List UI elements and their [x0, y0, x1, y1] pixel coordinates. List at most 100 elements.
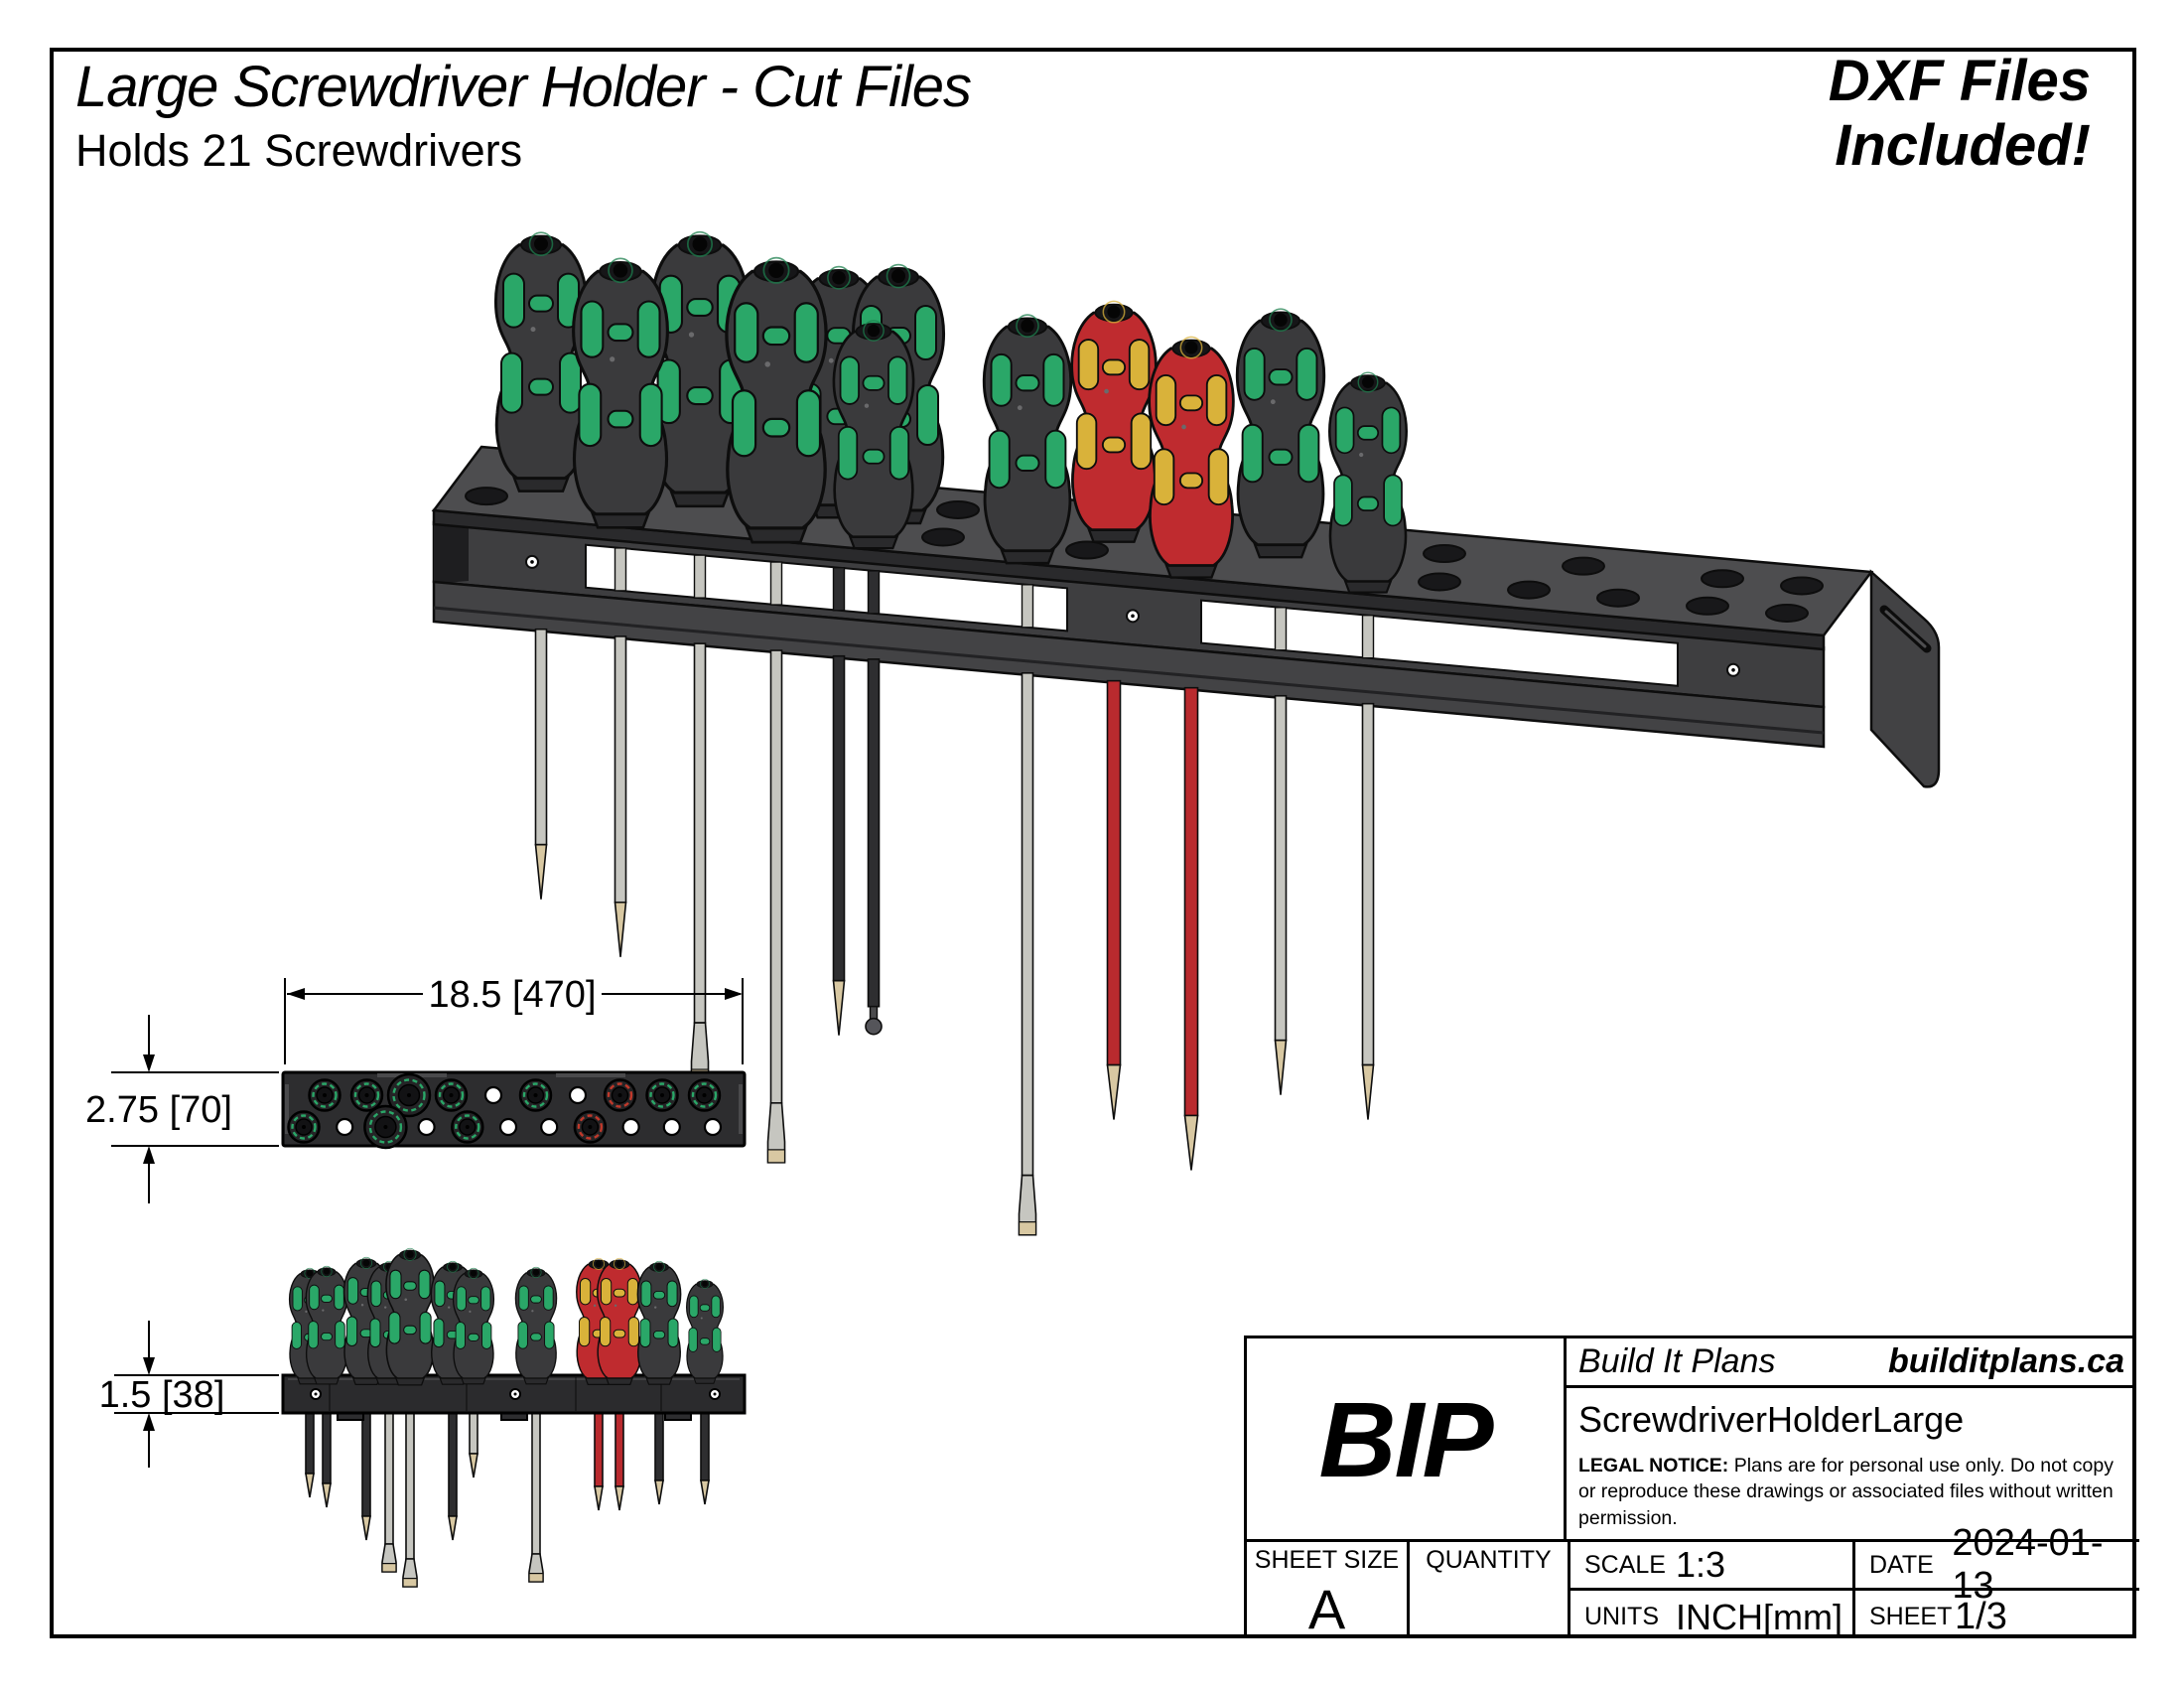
quantity-label: QUANTITY: [1426, 1546, 1552, 1574]
iso-handles: [493, 230, 1408, 594]
handle-top: [687, 1078, 722, 1112]
screwdriver-handle-green: [1328, 371, 1408, 594]
top-view: [281, 1070, 747, 1150]
screwdriver-shaft: [690, 642, 710, 1083]
sheet-size-label: SHEET SIZE: [1254, 1546, 1400, 1574]
screwdriver-shaft: [1361, 702, 1375, 1120]
company-name: Build It Plans: [1578, 1342, 1776, 1380]
holder-bar-front: [281, 1373, 747, 1421]
date-label: DATE: [1869, 1550, 1934, 1579]
screwdriver-handle-red: [1070, 300, 1158, 543]
empty-hole: [1423, 544, 1466, 564]
part-cell: ScrewdriverHolderLarge LEGAL NOTICE: Pla…: [1567, 1391, 2136, 1539]
empty-hole: [921, 527, 965, 547]
part-name: ScrewdriverHolderLarge: [1578, 1399, 1965, 1440]
page-title: Large Screwdriver Holder - Cut Files: [75, 55, 972, 119]
units-row: UNITS INCH[mm]: [1570, 1593, 1852, 1641]
empty-hole: [662, 1117, 681, 1137]
holder-plate-top: [281, 1070, 747, 1150]
scale-row: SCALE 1:3: [1570, 1542, 1852, 1591]
empty-hole: [1686, 596, 1729, 616]
empty-hole: [540, 1117, 559, 1137]
screwdriver-shaft: [1106, 679, 1122, 1120]
sheet-size-value: A: [1307, 1578, 1346, 1640]
dim-depth-text: 2.75 [70]: [85, 1089, 232, 1131]
page-subtitle: Holds 21 Screwdrivers: [75, 124, 523, 176]
screwdriver-handle-green: [982, 314, 1073, 565]
front-view: [281, 1247, 747, 1588]
screwdriver-shaft: [865, 658, 883, 1036]
screwdriver-handle-green: [385, 1247, 435, 1386]
handle-top: [349, 1078, 384, 1112]
screwdriver-handle-green: [636, 1260, 682, 1385]
screwdriver-handle-green: [493, 231, 589, 492]
screwdriver-shaft: [594, 1412, 604, 1511]
screwdriver-handle-red: [1148, 336, 1235, 579]
company-row: Build It Plans builditplans.ca: [1567, 1338, 2136, 1388]
screwdriver-handle-green: [452, 1267, 495, 1385]
screwdriver-shaft: [700, 1412, 710, 1505]
dxf-note: DXF Files Included!: [1829, 49, 2091, 179]
handle-top: [573, 1110, 608, 1144]
units-value: INCH[mm]: [1676, 1596, 1843, 1637]
screwdriver-handle-green: [514, 1266, 558, 1385]
empty-hole: [703, 1117, 723, 1137]
legal-notice-label: LEGAL NOTICE:: [1578, 1455, 1729, 1477]
screwdriver-shaft: [305, 1412, 315, 1498]
date-sheet-cell: DATE 2024-01-13 SHEET 1/3: [1855, 1522, 2139, 1637]
bracket-end-cap: [1869, 569, 1941, 788]
empty-hole: [1701, 569, 1744, 589]
logo: BIP: [1247, 1338, 1567, 1539]
empty-hole: [336, 1117, 354, 1137]
handle-top: [363, 1104, 408, 1150]
screwdriver-shaft: [528, 1412, 544, 1583]
screwdriver-shaft: [654, 1412, 664, 1505]
screwdriver-shaft: [614, 635, 627, 957]
empty-hole: [1507, 580, 1551, 600]
dimension-length: 18.5 [470]: [284, 974, 744, 1064]
scale-label: SCALE: [1584, 1550, 1666, 1579]
dimension-depth: 2.75 [70]: [85, 1015, 279, 1203]
screwdriver-handle-green: [832, 320, 915, 550]
screwdriver-shaft: [1018, 672, 1037, 1236]
empty-hole: [1765, 604, 1809, 623]
sheet-size-cell: SHEET SIZE A: [1247, 1539, 1410, 1640]
handle-top: [308, 1078, 341, 1112]
dim-height-text: 1.5 [38]: [99, 1374, 225, 1416]
empty-hole: [417, 1117, 436, 1137]
screwdriver-shaft: [322, 1412, 332, 1508]
screwdriver-shaft: [381, 1412, 397, 1573]
date-row: DATE 2024-01-13: [1855, 1522, 2139, 1607]
screwdriver-shaft: [402, 1412, 418, 1588]
empty-hole: [1780, 576, 1824, 596]
bracket-bottom-band: [432, 580, 1826, 749]
handle-top: [451, 1110, 484, 1144]
handle-top: [603, 1078, 637, 1112]
screwdriver-shaft: [361, 1412, 371, 1541]
sheet-label: SHEET: [1869, 1603, 1953, 1630]
screwdriver-shaft: [1183, 686, 1199, 1171]
front-shafts: [305, 1412, 710, 1588]
drawing-header: Large Screwdriver Holder - Cut Files Hol…: [75, 55, 972, 177]
screwdriver-shaft: [832, 654, 846, 1036]
date-value: 2024-01-13: [1952, 1522, 2104, 1607]
sheet-border: [50, 48, 2136, 1638]
handle-top: [386, 1072, 432, 1118]
empty-hole: [1065, 540, 1109, 560]
scale-units-cell: SCALE 1:3 UNITS INCH[mm]: [1570, 1539, 1855, 1637]
screwdriver-handle-red: [597, 1257, 642, 1385]
quantity-cell: QUANTITY: [1410, 1539, 1570, 1637]
screwdriver-shaft: [534, 628, 548, 900]
handle-top: [287, 1110, 321, 1144]
dimension-height: 1.5 [38]: [99, 1321, 279, 1468]
legal-notice-text: Plans are for personal use only. Do not …: [1578, 1455, 2114, 1529]
empty-hole: [465, 487, 508, 506]
bracket-front-face: [432, 520, 1826, 709]
screwdriver-shaft: [448, 1412, 458, 1541]
empty-hole: [483, 1085, 503, 1105]
sheet-value: 1/3: [1955, 1596, 2007, 1637]
screwdriver-handle-green: [1235, 308, 1326, 559]
front-handles: [288, 1247, 724, 1386]
screwdriver-shaft: [614, 1412, 624, 1511]
dim-length-text: 18.5 [470]: [428, 974, 596, 1016]
